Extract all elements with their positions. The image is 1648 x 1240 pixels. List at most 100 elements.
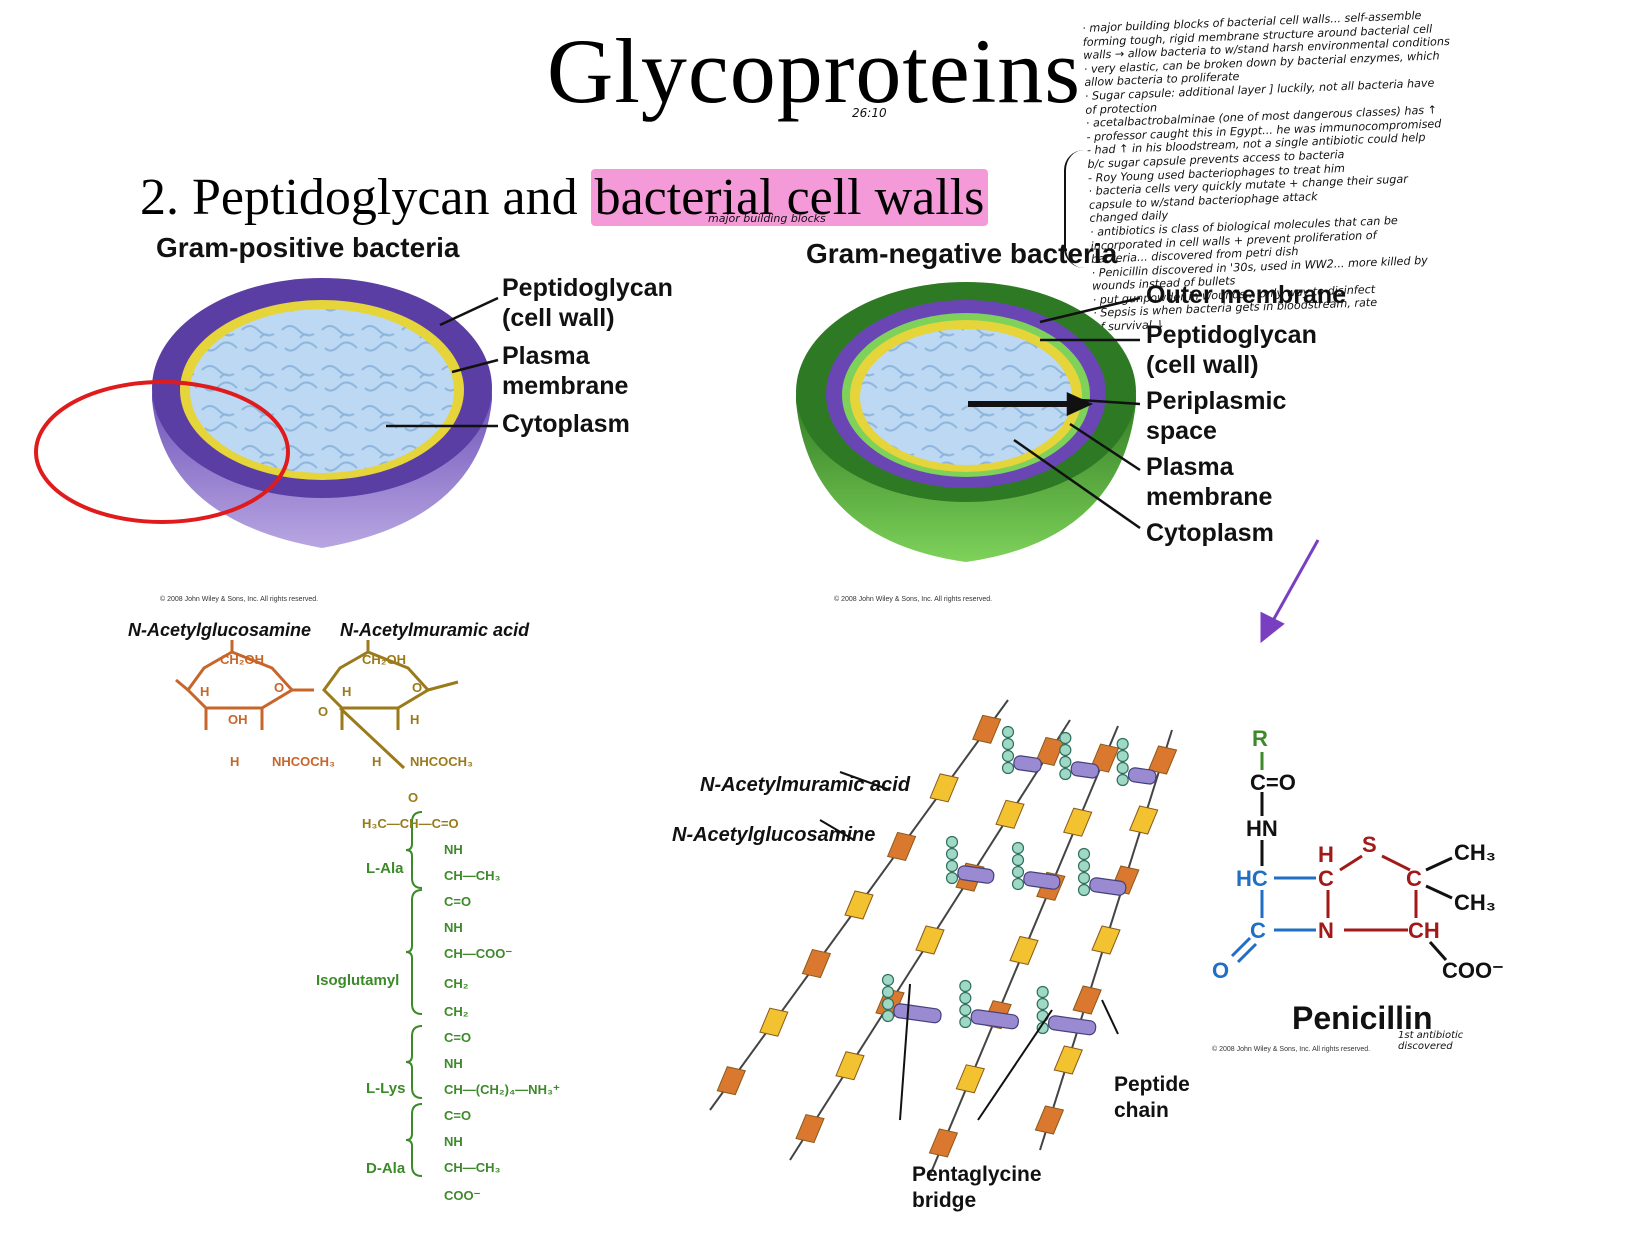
- lys-co: C=O: [444, 1108, 472, 1123]
- peptidoglycan-lattice: [709, 699, 1178, 1176]
- peptide-bead: [959, 991, 972, 1005]
- sugar-rings: [175, 640, 459, 770]
- lys-nh: NH: [444, 1056, 463, 1071]
- peptide-bead: [959, 1003, 972, 1017]
- pen-hn: HN: [1246, 816, 1278, 841]
- pen-ch: CH: [1408, 918, 1440, 943]
- peptide-bead: [1001, 761, 1015, 775]
- timestamp: 26:10: [852, 106, 887, 120]
- peptide-bead: [1077, 871, 1091, 885]
- notes-brace: [1064, 150, 1088, 268]
- peptide-bead: [881, 1009, 895, 1023]
- nag-o: O: [274, 680, 285, 695]
- nam-o: O: [412, 680, 423, 695]
- nag-ch2oh: CH₂OH: [220, 652, 265, 667]
- sugar-unit: [801, 948, 832, 979]
- pen-c1: C: [1318, 866, 1334, 891]
- lattice-nag-label: N-Acetylglucosamine: [672, 824, 876, 846]
- sugar-unit: [1063, 807, 1093, 837]
- gram-positive-cell: [152, 278, 492, 548]
- sugar-unit: [844, 890, 874, 920]
- gram-negative-leaders: [968, 296, 1141, 530]
- peptide-bead: [1011, 865, 1025, 879]
- slide-title: Glycoproteins: [546, 20, 1082, 122]
- sugar-unit: [929, 773, 959, 803]
- gp-copyright: © 2008 John Wiley & Sons, Inc. All right…: [160, 596, 319, 603]
- lactyl: H₃C—CH—C=O: [362, 816, 459, 831]
- peptide-bead: [881, 997, 895, 1011]
- sugar-unit: [1129, 805, 1159, 835]
- slide-subtitle: 2. Peptidoglycan and bacterial cell wall…: [140, 168, 989, 227]
- sugar-unit: [972, 714, 1002, 744]
- penicillin-copyright: © 2008 John Wiley & Sons, Inc. All right…: [1212, 1046, 1371, 1053]
- peptide-bead: [959, 1015, 972, 1029]
- peptide-bead: [1077, 859, 1091, 873]
- sugar-unit: [1147, 745, 1178, 775]
- nag-label: N-Acetylglucosamine: [128, 620, 312, 640]
- peptide-bead: [1116, 737, 1129, 751]
- pen-c3: C: [1406, 866, 1422, 891]
- sugar-unit: [886, 831, 917, 862]
- gn-label-space: space: [1146, 417, 1217, 445]
- peptide-bead: [1036, 985, 1049, 999]
- sugar-unit: [1091, 925, 1121, 955]
- residue-d-ala: D-Ala: [366, 1160, 406, 1177]
- glu-ch: CH—COO⁻: [444, 946, 513, 961]
- pen-s: S: [1362, 832, 1377, 857]
- gram-positive-leaders: [386, 296, 499, 428]
- gp-label-membrane: membrane: [502, 372, 629, 400]
- sugar-unit: [759, 1007, 789, 1037]
- sugar-unit: [1053, 1045, 1083, 1075]
- sugar-unit: [915, 925, 945, 955]
- red-circle-annotation: [34, 380, 290, 524]
- pen-o: O: [1212, 958, 1230, 983]
- peptide-bead: [945, 847, 959, 861]
- gp-label-plasma: Plasma: [502, 342, 590, 370]
- peptide-bead: [1059, 743, 1072, 757]
- gp-label-cytoplasm: Cytoplasm: [502, 410, 630, 438]
- peptide-bead: [945, 859, 959, 873]
- under-note: major building blocks: [708, 212, 826, 225]
- sugar-unit: [1009, 935, 1039, 966]
- nag-h1: H: [200, 684, 210, 699]
- nam-h1: H: [342, 684, 352, 699]
- gn-label-plasma: Plasma: [1146, 453, 1234, 481]
- link-o: O: [318, 704, 329, 719]
- gn-copyright: © 2008 John Wiley & Sons, Inc. All right…: [834, 596, 993, 603]
- pentaglycine-bridge: [1013, 755, 1042, 773]
- peptide-bead: [1011, 853, 1025, 867]
- gp-label-peptidoglycan: Peptidoglycan: [502, 274, 673, 302]
- dala-ch: CH—CH₃: [444, 1160, 501, 1175]
- gn-label-cytoplasm: Cytoplasm: [1146, 519, 1274, 547]
- sugar-unit: [928, 1128, 959, 1158]
- pen-hc: HC: [1236, 866, 1268, 891]
- residue-l-ala: L-Ala: [366, 860, 404, 877]
- peptide-bead: [881, 985, 895, 999]
- pen-co: C=O: [1250, 770, 1296, 795]
- sugar-unit: [995, 799, 1025, 829]
- ala-nh: NH: [444, 842, 463, 857]
- nag-oh: OH: [228, 712, 248, 727]
- pen-coo: COO⁻: [1442, 958, 1504, 983]
- sugar-unit: [716, 1066, 746, 1096]
- pen-r: R: [1252, 726, 1268, 751]
- pentaglycine-bridge: [1023, 871, 1061, 890]
- peptide-bead: [1036, 997, 1049, 1011]
- peptide-bead: [1077, 847, 1091, 861]
- pen-ch3-a: CH₃: [1454, 840, 1496, 865]
- glu-co: C=O: [444, 1030, 472, 1045]
- pentaglycine-bridge: [1070, 761, 1100, 779]
- ala-co: C=O: [444, 894, 472, 909]
- pentaglycine-bridge: [970, 1009, 1020, 1030]
- lattice-nam-label: N-Acetylmuramic acid: [700, 774, 911, 796]
- residue-isoglutamyl: Isoglutamyl: [316, 972, 400, 989]
- residue-l-lys: L-Lys: [366, 1080, 406, 1097]
- gram-positive-heading: Gram-positive bacteria: [156, 232, 460, 263]
- nam-label: N-Acetylmuramic acid: [340, 620, 530, 640]
- sugar-unit: [1034, 1105, 1065, 1135]
- pentaglycine-bridge: [1047, 1015, 1097, 1036]
- gram-negative-cell: [796, 282, 1136, 562]
